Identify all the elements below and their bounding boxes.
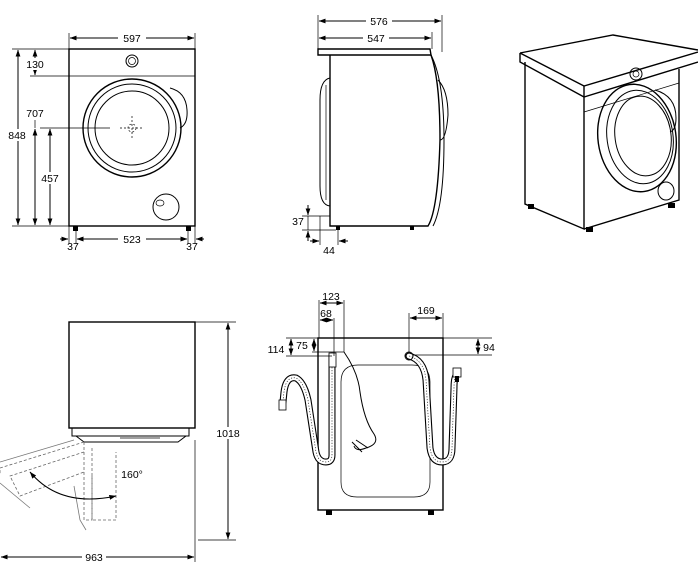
right-foot-offset-label: 37 <box>186 241 198 253</box>
top-panel-height-label: 130 <box>26 59 44 71</box>
door-handle <box>169 87 188 129</box>
side-front-foot <box>410 226 414 230</box>
iso-service-flap <box>657 181 675 201</box>
front-right-foot <box>186 226 191 231</box>
front-left-foot <box>73 226 78 231</box>
top-cabinet <box>68 321 196 429</box>
side-worktop <box>317 48 432 56</box>
door-angle-arc <box>29 471 117 500</box>
width-door-open-label: 963 <box>85 552 103 564</box>
inlet-offset-label: 169 <box>417 305 435 317</box>
isometric-view <box>519 34 698 232</box>
depth-door-open-label: 1018 <box>216 428 240 440</box>
side-cabinet <box>329 54 441 227</box>
drain-offset-label: 123 <box>322 291 340 303</box>
body-depth-label: 547 <box>367 33 385 45</box>
front-view: 597 848 130 707 457 523 37 <box>5 32 204 253</box>
iso-program-knob <box>629 67 643 81</box>
side-foot-height-label: 37 <box>292 216 304 228</box>
inlet-height-label: 94 <box>483 342 495 354</box>
top-view: 160° 1018 963 <box>0 321 244 564</box>
rear-view: 123 68 169 114 75 94 <box>268 291 495 515</box>
side-rear-hood <box>319 77 331 207</box>
door-bottom-height-label: 457 <box>41 173 59 185</box>
service-flap <box>152 193 180 221</box>
left-foot-offset-label: 37 <box>67 241 79 253</box>
side-view: 576 547 37 44 <box>292 15 449 257</box>
top-door-outline <box>71 428 190 437</box>
door-open-outline <box>83 442 93 521</box>
side-rear-foot <box>336 226 340 230</box>
door-angle-label: 160° <box>121 469 143 481</box>
side-door-profile <box>437 79 449 141</box>
iso-side-panel <box>524 62 585 231</box>
inlet-hose <box>405 352 460 466</box>
iso-door <box>596 83 678 193</box>
power-cable-offset-label: 68 <box>320 308 332 320</box>
feet-spacing-label: 523 <box>123 234 141 246</box>
front-width-label: 597 <box>123 33 141 45</box>
power-cable-height-label: 75 <box>296 340 308 352</box>
door-center-height-label: 707 <box>26 108 44 120</box>
rear-cabinet <box>317 337 444 511</box>
foot-setback-label: 44 <box>323 245 335 257</box>
program-knob <box>125 54 139 68</box>
iso-front-panel <box>583 69 680 230</box>
power-cable <box>343 351 377 451</box>
iso-worktop <box>519 34 698 54</box>
door-opened-position <box>9 451 85 497</box>
total-height-label: 848 <box>8 130 26 142</box>
total-depth-label: 576 <box>370 16 388 28</box>
rear-panel-outline <box>340 364 431 498</box>
drain-height-label: 114 <box>268 344 285 356</box>
front-cabinet <box>68 48 196 227</box>
